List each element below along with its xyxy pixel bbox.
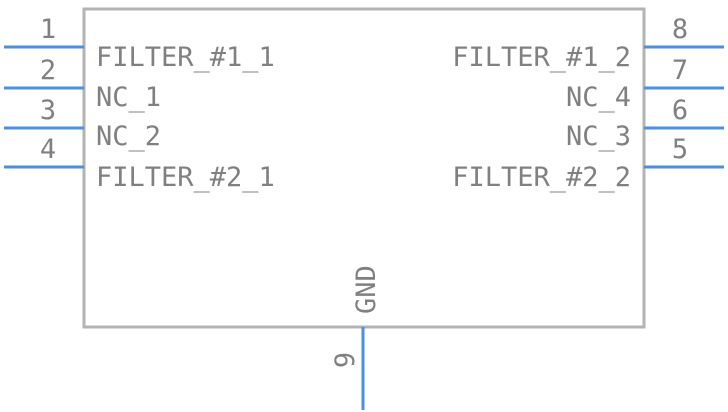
pin-4-number: 4 [40, 134, 56, 165]
pin-1-name: FILTER_#1_1 [96, 42, 275, 73]
pin-6-name: NC_3 [566, 121, 631, 152]
pin-9-number: 9 [330, 352, 361, 368]
pin-3-name: NC_2 [96, 121, 161, 152]
pin-1-number: 1 [40, 14, 56, 45]
pin-7-number: 7 [672, 55, 688, 86]
pin-9-name: GND [351, 265, 382, 314]
pin-2-number: 2 [40, 55, 56, 86]
pin-5-number: 5 [672, 134, 688, 165]
pin-5-name: FILTER_#2_2 [452, 162, 631, 193]
pin-8-number: 8 [672, 14, 688, 45]
pin-4-name: FILTER_#2_1 [96, 162, 275, 193]
pin-7-name: NC_4 [566, 82, 631, 113]
pin-8-name: FILTER_#1_2 [452, 42, 631, 73]
pin-2-name: NC_1 [96, 82, 161, 113]
component-body [82, 7, 646, 329]
pin-3-number: 3 [40, 95, 56, 126]
pin-6-number: 6 [672, 95, 688, 126]
